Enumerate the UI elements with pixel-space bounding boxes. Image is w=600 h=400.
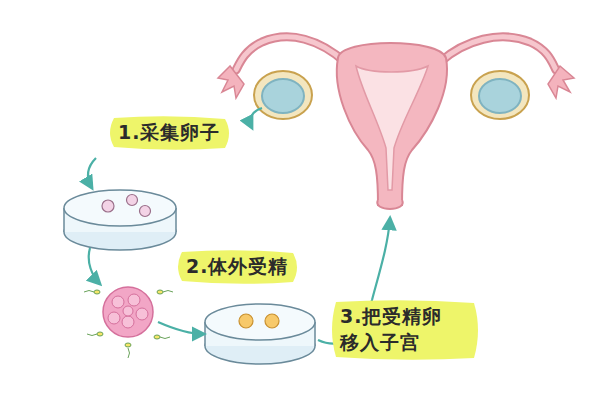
art-part (127, 195, 138, 206)
art-part (239, 314, 253, 328)
art-part (205, 304, 315, 340)
art-part (97, 332, 103, 336)
art-part (128, 294, 140, 306)
art-part (112, 296, 124, 308)
art-part (250, 108, 262, 128)
art-part (88, 158, 96, 188)
art-part (548, 66, 574, 98)
art-part (236, 37, 345, 70)
step-label: 3.把受精卵 移入子宫 (330, 300, 480, 360)
art-part (87, 334, 97, 336)
step-text: 2.体外受精 (186, 254, 289, 280)
art-part (157, 290, 163, 294)
art-part (128, 348, 130, 358)
step-label: 1.采集卵子 (108, 116, 231, 150)
art-part (160, 337, 170, 339)
petri-dish (64, 190, 176, 250)
art-part (262, 79, 304, 113)
art-part (94, 290, 100, 294)
petri-dish (205, 304, 315, 364)
art-part (265, 314, 279, 328)
cervix (377, 200, 402, 209)
uterus (337, 43, 447, 205)
art-part (479, 79, 521, 113)
art-part (84, 291, 94, 293)
art-part (123, 306, 133, 316)
highlight-shape (110, 116, 229, 150)
art-part (254, 71, 312, 119)
embryo (239, 314, 279, 328)
art-part (158, 322, 204, 334)
art-part (89, 248, 100, 284)
fertilizing-egg (103, 287, 153, 337)
art-part (125, 343, 131, 347)
art-part (64, 190, 176, 226)
art-part (218, 66, 244, 98)
art-part (103, 287, 153, 337)
art-part (440, 37, 556, 70)
sperm (84, 290, 173, 358)
art-part (440, 37, 556, 70)
egg (102, 195, 151, 217)
art-part (236, 37, 345, 70)
art-part (108, 294, 148, 328)
art-part (163, 291, 173, 293)
step-label: 2.体外受精 (176, 250, 299, 284)
art-part (154, 335, 160, 339)
art-part (140, 206, 151, 217)
art-part (471, 71, 529, 119)
step-text: 3.把受精卵 移入子宫 (340, 304, 470, 355)
art-part (122, 316, 134, 328)
step-text: 1.采集卵子 (118, 120, 221, 146)
art-part (108, 312, 120, 324)
art-part (136, 308, 148, 320)
uterine-cavity (356, 66, 428, 190)
highlight-shape (178, 250, 297, 284)
art-part (102, 200, 114, 212)
highlight-shape (332, 300, 478, 360)
